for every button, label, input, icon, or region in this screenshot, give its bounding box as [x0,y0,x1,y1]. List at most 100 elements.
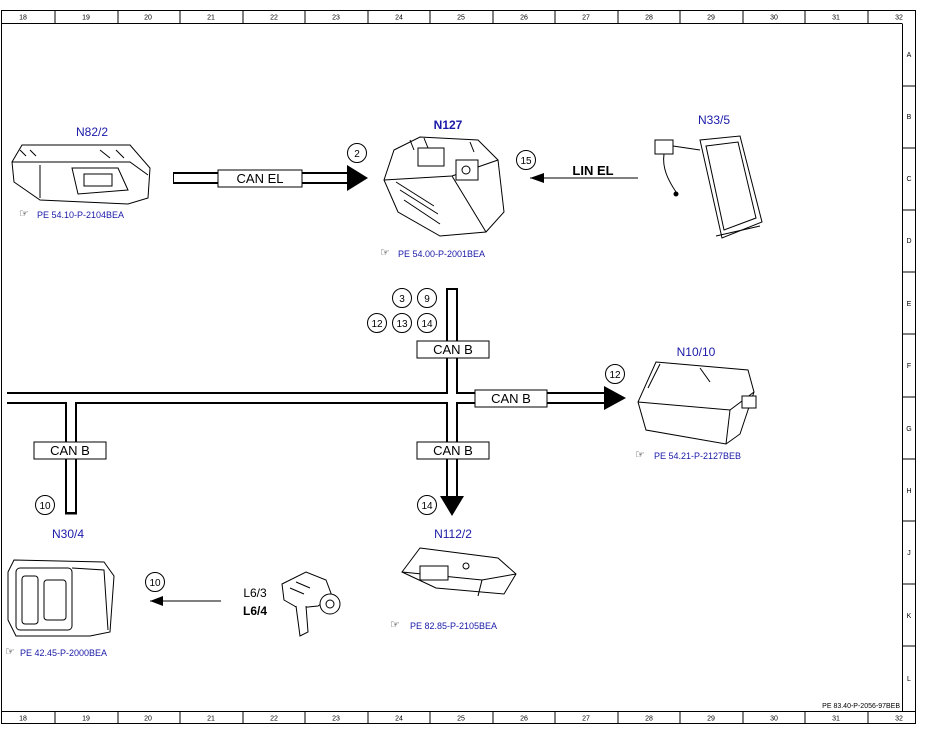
control-unit-icon [637,361,757,445]
col-label: 20 [144,15,152,22]
component-label: N112/2 [434,527,472,541]
lin-el-line [530,173,638,183]
pointing-hand-icon: ☞ [390,619,400,631]
callout-number: 14 [421,319,433,330]
arrow-down-icon [440,496,464,516]
col-label: 25 [457,716,465,723]
manual-ref: ☞ PE 54.10-P-2104BEA [19,208,124,220]
bus-label-can-b-top: CAN B [433,342,473,357]
manual-reference: PE 54.21-P-2127BEB [654,451,741,461]
component-label: N30/4 [52,527,84,541]
callout-number: 2 [354,149,360,160]
component-n10-10: N10/10 ☞ PE 54.21-P-2127BEB [635,345,757,461]
callout-12: 12 [367,313,387,333]
arrow-left-icon [150,596,163,606]
col-label: 26 [520,716,528,723]
col-label: 31 [832,15,840,22]
callout-number: 10 [149,578,161,589]
bus-label-can-b-left: CAN B [50,443,90,458]
pointing-hand-icon: ☞ [635,449,645,461]
bus-labels: CAN EL LIN EL CAN B CAN B CAN B CAN B [33,163,614,460]
row-label: E [907,301,912,308]
frame [1,10,916,724]
callout-10-left: 10 [35,495,55,515]
row-label: D [906,238,911,245]
col-label: 26 [520,15,528,22]
manual-ref: ☞ PE 82.85-P-2105BEA [390,619,497,631]
row-label: F [907,363,911,370]
callout-number: 3 [399,294,405,305]
col-label: 22 [270,15,278,22]
row-label: J [907,550,911,557]
col-label: 29 [707,716,715,723]
component-n33-5: N33/5 [654,113,763,239]
callout-13: 13 [392,313,412,333]
row-label: C [906,176,911,183]
bus-label-can-b-down: CAN B [433,443,473,458]
col-label: 25 [457,15,465,22]
speed-sensor-icon [281,571,341,637]
col-label: 27 [582,716,590,723]
component-label-l6-3: L6/3 [243,586,267,600]
row-label: A [907,52,912,59]
component-label: N10/10 [677,345,716,359]
callout-3: 3 [392,288,412,308]
arrow-left-icon [530,173,544,183]
callout-2: 2 [347,143,367,163]
row-label: L [907,676,911,683]
pointing-hand-icon: ☞ [380,247,390,259]
l6-signal-line [150,596,221,606]
component-n112-2: N112/2 ☞ PE 82.85-P-2105BEA [390,527,517,631]
col-label: 21 [207,716,215,723]
callout-number: 9 [424,294,430,305]
col-label: 19 [82,15,90,22]
component-l6: L6/3 L6/4 [243,571,341,637]
arrow-right-icon [347,165,368,191]
row-label: K [907,613,912,620]
component-n30-4: N30/4 ☞ PE 42.45-P-2000BEA [5,527,115,658]
col-label: 32 [895,716,903,723]
col-label: 18 [19,15,27,22]
manual-ref: ☞ PE 54.21-P-2127BEB [635,449,741,461]
callout-number: 10 [39,501,51,512]
callout-number: 14 [421,501,433,512]
row-label: H [906,488,911,495]
col-label: 27 [582,15,590,22]
component-label: N127 [434,118,463,132]
row-labels: A B C D E F G H J K L [906,52,911,683]
col-label: 28 [645,716,653,723]
callouts: 2 15 3 9 12 13 14 12 [35,143,625,592]
col-label: 28 [645,15,653,22]
col-label: 31 [832,716,840,723]
component-label-l6-4: L6/4 [243,604,267,618]
col-label: 30 [770,15,778,22]
row-label: G [906,426,911,433]
column-labels-top: 18 19 20 21 22 23 24 25 26 27 28 29 30 3… [19,15,903,22]
col-label: 21 [207,15,215,22]
callout-number: 12 [609,370,621,381]
pointing-hand-icon: ☞ [5,646,15,658]
col-label: 32 [895,15,903,22]
row-dividers [902,85,916,647]
component-n82-2: N82/2 ☞ PE 54.10-P-2104BEA [11,125,151,220]
col-label: 20 [144,716,152,723]
callout-number: 12 [371,319,383,330]
control-unit-icon [11,144,151,205]
manual-ref: ☞ PE 54.00-P-2001BEA [380,247,485,259]
manual-ref: ☞ PE 42.45-P-2000BEA [5,646,107,658]
callout-number: 15 [520,156,532,167]
manual-reference: PE 82.85-P-2105BEA [410,621,497,631]
control-unit-icon [7,559,115,637]
col-label: 24 [395,716,403,723]
callout-number: 13 [396,319,408,330]
arrow-right-icon [604,386,626,410]
callout-12-right: 12 [605,364,625,384]
col-label: 24 [395,15,403,22]
sensor-icon [654,135,763,239]
col-label: 19 [82,716,90,723]
col-label: 30 [770,716,778,723]
manual-reference: PE 54.10-P-2104BEA [37,210,124,220]
row-label: B [907,114,912,121]
component-label: N33/5 [698,113,730,127]
